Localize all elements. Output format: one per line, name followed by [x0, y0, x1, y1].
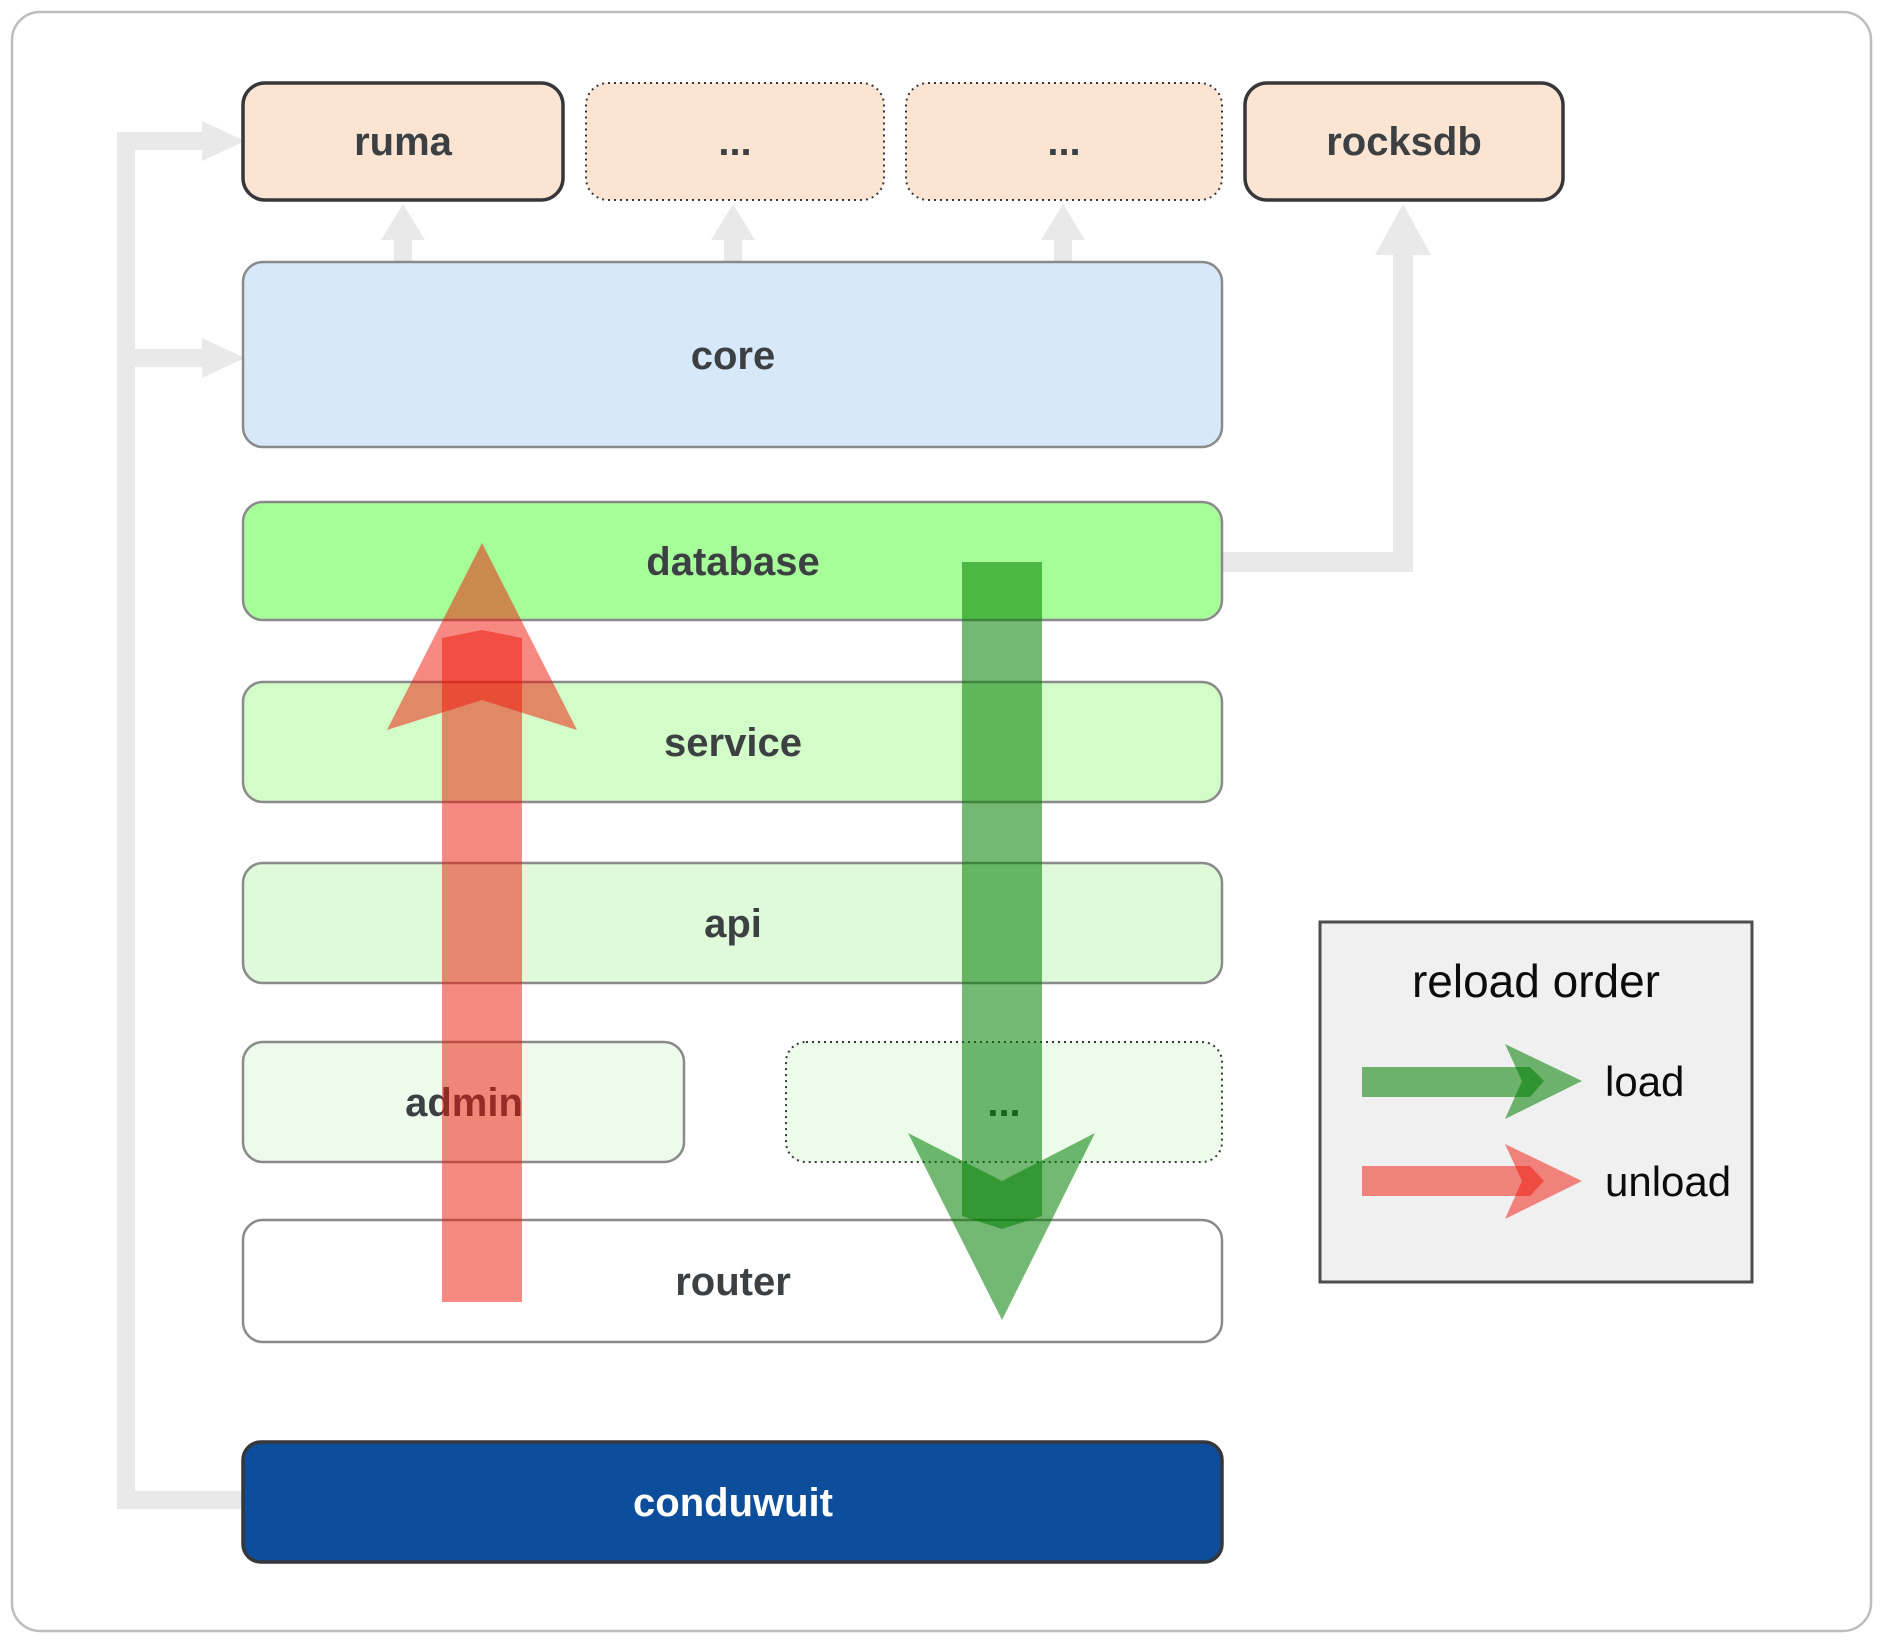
box-ruma: [241, 81, 565, 202]
box-rocksdb-label: rocksdb: [1326, 120, 1482, 164]
layer-stack: core database service api admin ... rout…: [241, 260, 1224, 1564]
box-core-label: core: [691, 334, 776, 378]
arrowhead-to-ruma: [202, 121, 245, 161]
box-database-label: database: [646, 540, 819, 584]
box-rocksdb: [1243, 81, 1565, 202]
connector-left-trunk: [117, 132, 135, 1509]
unload-arrow: [387, 543, 577, 1302]
legend: reload order load unload: [1318, 920, 1754, 1284]
legend-load-arrow-shaft: [1362, 1067, 1544, 1097]
arrowhead-to-core: [202, 338, 245, 378]
connector-database-to-rocksdb-h: [1216, 552, 1413, 572]
box-ellipsis-1: [585, 82, 885, 201]
legend-load-arrow-head: [1505, 1044, 1582, 1119]
box-ellipsis-2-label: ...: [1047, 120, 1080, 164]
legend-title: reload order: [1412, 955, 1660, 1007]
box-conduwuit: [241, 1440, 1224, 1564]
unload-arrow-shaft: [442, 630, 522, 1302]
legend-unload-arrow-shaft: [1362, 1166, 1544, 1196]
box-router-label: router: [675, 1260, 791, 1304]
connector-from-conduwuit: [117, 1491, 253, 1509]
arrow-core-to-ellipsis2: [1041, 204, 1085, 266]
arrow-core-to-ellipsis1: [711, 204, 755, 266]
diagram-frame: [10, 10, 1873, 1633]
box-conduwuit-label: conduwuit: [633, 1481, 833, 1525]
unload-arrow-head: [387, 543, 577, 730]
connector-branch-to-core: [117, 349, 205, 367]
box-ellipsis-1-label: ...: [718, 120, 751, 164]
top-row: ruma ... ... rocksdb: [241, 81, 1565, 202]
box-core: [241, 260, 1224, 449]
box-ellipsis-2: [905, 82, 1223, 201]
load-arrow-shaft: [962, 562, 1042, 1229]
arrow-core-to-ruma: [381, 204, 425, 266]
arrowhead-to-rocksdb: [1375, 204, 1431, 255]
box-service-label: service: [664, 721, 802, 765]
box-api-label: api: [704, 902, 762, 946]
legend-load-label: load: [1605, 1058, 1684, 1105]
box-ruma-label: ruma: [354, 120, 453, 164]
legend-unload-label: unload: [1605, 1158, 1731, 1205]
connectors: [117, 121, 1431, 1509]
load-arrow-head: [908, 1133, 1095, 1320]
connector-branch-to-ruma: [117, 132, 205, 150]
legend-unload-arrow-head: [1505, 1144, 1582, 1219]
load-arrow: [908, 562, 1095, 1320]
connector-database-to-rocksdb-v: [1393, 252, 1413, 572]
